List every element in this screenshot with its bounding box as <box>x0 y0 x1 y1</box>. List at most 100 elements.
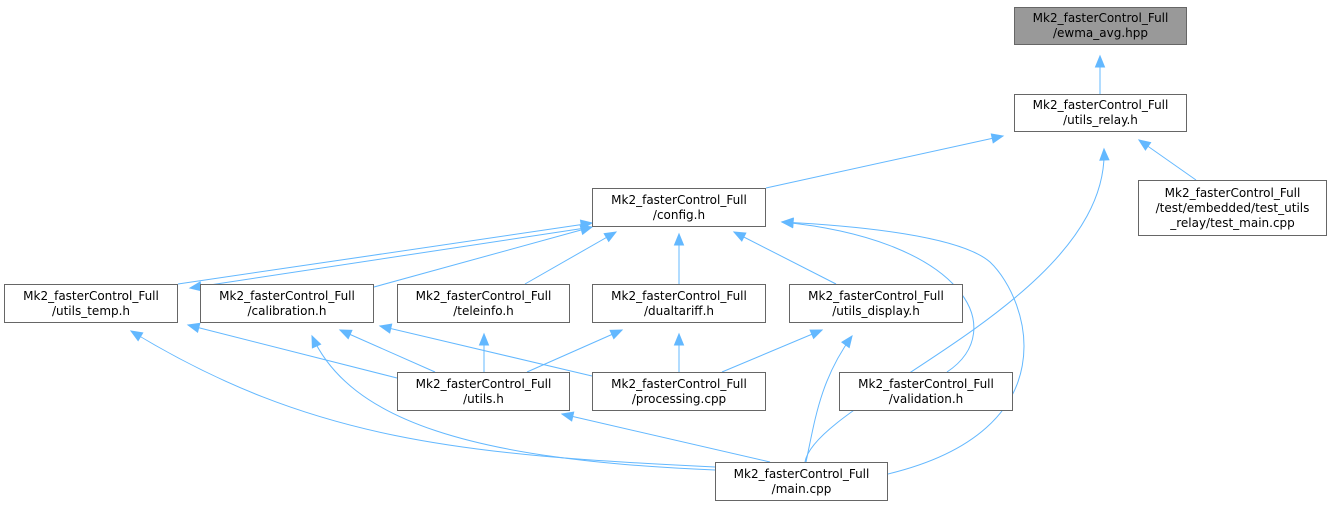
edge-line <box>1138 139 1197 181</box>
node-label-line-2: /utils_display.h <box>832 303 920 318</box>
edge-arrowhead <box>609 329 624 340</box>
edge-line <box>526 329 623 373</box>
edge-main-to-config <box>780 217 1025 475</box>
node-teleinfo-h[interactable]: Mk2_fasterControl_Full /teleinfo.h <box>397 284 570 323</box>
edge-line <box>561 413 771 463</box>
edge-arrowhead <box>1137 139 1152 151</box>
node-label-line-1: Mk2_fasterControl_Full <box>733 466 870 481</box>
edge-config-to-temp <box>188 226 593 292</box>
node-validation-h[interactable]: Mk2_fasterControl_Full /validation.h <box>839 372 1013 411</box>
edge-relay-to-ewma <box>1094 54 1106 94</box>
node-ewma-avg-hpp: Mk2_fasterControl_Full /ewma_avg.hpp <box>1014 7 1187 45</box>
edge-main-to-calib <box>311 334 716 471</box>
edge-line <box>781 221 1025 475</box>
edge-line <box>804 148 1105 463</box>
node-label-line-2: /main.cpp <box>771 481 832 496</box>
node-label-line-2: /test/embedded/test_utils <box>1155 200 1310 215</box>
node-label-line-2: /teleinfo.h <box>453 303 514 318</box>
edge-proc-to-calib <box>378 323 593 377</box>
edge-utils-to-tele <box>478 332 490 372</box>
edge-arrowhead <box>809 329 824 340</box>
node-label-line-2: /dualtariff.h <box>644 303 714 318</box>
edge-line <box>733 231 837 285</box>
edge-tele-to-config <box>524 231 618 285</box>
node-label-line-1: Mk2_fasterControl_Full <box>1164 185 1301 200</box>
edge-arrowhead <box>186 322 201 333</box>
edge-main-to-relay <box>804 147 1110 463</box>
node-processing-cpp[interactable]: Mk2_fasterControl_Full /processing.cpp <box>592 372 766 411</box>
edge-arrowhead <box>841 334 853 349</box>
node-label-line-1: Mk2_fasterControl_Full <box>1032 11 1169 25</box>
edge-main-to-utils <box>560 411 771 463</box>
edge-line <box>187 324 398 379</box>
node-label-line-2: /utils.h <box>463 391 504 406</box>
edge-arrowhead <box>1099 147 1110 161</box>
edge-calib-to-config <box>373 225 594 288</box>
edge-line <box>177 222 593 285</box>
node-label-line-1: Mk2_fasterControl_Full <box>611 376 747 391</box>
edge-proc-to-dual <box>673 332 685 372</box>
edge-arrowhead <box>338 329 353 340</box>
edge-line <box>189 226 593 289</box>
node-label-line-1: Mk2_fasterControl_Full <box>611 288 747 303</box>
edge-arrowhead <box>673 332 685 346</box>
node-label-line-2: /utils_temp.h <box>51 303 131 318</box>
node-label-line-1: Mk2_fasterControl_Full <box>611 192 747 207</box>
node-label-line-1: Mk2_fasterControl_Full <box>415 376 552 391</box>
edge-arrowhead <box>560 411 575 422</box>
edge-arrowhead <box>579 225 594 236</box>
node-label-line-1: Mk2_fasterControl_Full <box>1032 98 1169 112</box>
edge-line <box>524 231 617 285</box>
node-main-cpp[interactable]: Mk2_fasterControl_Full /main.cpp <box>715 462 888 501</box>
edge-utils-to-calib <box>338 329 436 373</box>
edge-line <box>130 330 716 468</box>
edge-testmain-to-relay <box>1137 139 1197 181</box>
edge-arrowhead <box>732 231 747 242</box>
node-label-line-2: /validation.h <box>888 391 964 406</box>
node-dualtariff-h[interactable]: Mk2_fasterControl_Full /dualtariff.h <box>592 284 766 323</box>
edge-layer <box>129 54 1197 475</box>
node-calibration-h[interactable]: Mk2_fasterControl_Full /calibration.h <box>200 284 374 323</box>
node-label-line-2: /utils_relay.h <box>1063 113 1138 127</box>
edge-line <box>765 135 1004 189</box>
edge-line <box>373 226 593 288</box>
edge-utils-to-temp <box>186 322 398 379</box>
node-label-line-1: Mk2_fasterControl_Full <box>219 288 355 303</box>
edge-main-to-display <box>805 334 853 463</box>
edge-line <box>379 325 593 377</box>
node-label-line-1: Mk2_fasterControl_Full <box>23 288 159 303</box>
edge-arrowhead <box>378 323 393 334</box>
node-label-line-2: /config.h <box>652 207 706 222</box>
node-utils-relay-h[interactable]: Mk2_fasterControl_Full /utils_relay.h <box>1014 94 1187 132</box>
edge-display-to-config <box>732 231 837 285</box>
node-label-line-2: /processing.cpp <box>631 391 727 406</box>
edge-arrowhead <box>673 232 685 246</box>
node-label-line-1: Mk2_fasterControl_Full <box>858 376 994 391</box>
node-utils-display-h[interactable]: Mk2_fasterControl_Full /utils_display.h <box>789 284 963 323</box>
node-config-h[interactable]: Mk2_fasterControl_Full /config.h <box>592 188 766 227</box>
edge-proc-to-display <box>721 329 824 373</box>
node-utils-temp-h[interactable]: Mk2_fasterControl_Full /utils_temp.h <box>4 284 178 323</box>
node-label-line-2: /ewma_avg.hpp <box>1052 26 1148 40</box>
edge-main-to-temp <box>129 330 716 468</box>
node-utils-h[interactable]: Mk2_fasterControl_Full /utils.h <box>397 372 570 411</box>
edge-arrowhead <box>990 133 1005 144</box>
node-label-line-2: /calibration.h <box>247 303 327 318</box>
edge-line <box>311 335 716 471</box>
edge-arrowhead <box>311 334 322 349</box>
node-label-line-3: _relay/test_main.cpp <box>1170 215 1295 230</box>
edge-line <box>721 329 823 373</box>
edge-temp-to-config <box>177 219 594 285</box>
node-test-main-cpp[interactable]: Mk2_fasterControl_Full /test/embedded/te… <box>1138 180 1327 236</box>
edge-line <box>339 329 436 373</box>
edge-line <box>805 335 853 463</box>
edge-config-to-relay <box>765 133 1005 189</box>
edge-arrowhead <box>603 231 618 243</box>
edge-arrowhead <box>1094 54 1106 68</box>
edge-utils-to-dual <box>526 329 624 373</box>
edge-arrowhead <box>478 332 490 346</box>
edge-arrowhead <box>129 330 144 342</box>
edge-arrowhead <box>780 217 794 228</box>
edge-dual-to-config <box>673 232 685 284</box>
